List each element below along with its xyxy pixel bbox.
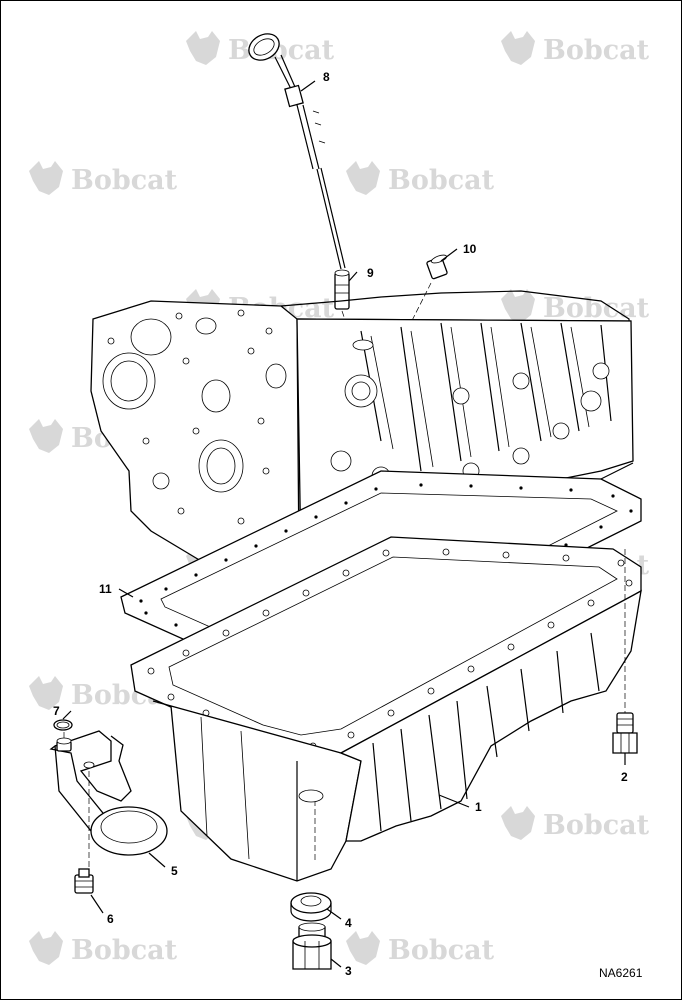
callout-3: 3 bbox=[345, 964, 352, 978]
pickup-bolt-part bbox=[74, 868, 94, 894]
callout-10: 10 bbox=[463, 242, 477, 256]
callout-6: 6 bbox=[107, 912, 114, 926]
svg-text:Bobcat: Bobcat bbox=[71, 165, 178, 196]
callout-1: 1 bbox=[475, 800, 482, 814]
watermark: Bobcat bbox=[186, 31, 335, 66]
svg-text:Bobcat: Bobcat bbox=[388, 165, 495, 196]
watermark: Bobcat bbox=[501, 31, 650, 66]
oil-pan bbox=[130, 536, 642, 882]
leader-lines bbox=[62, 80, 626, 968]
drain-plug-part bbox=[292, 922, 332, 970]
svg-text:Bobcat: Bobcat bbox=[543, 293, 650, 324]
callout-11: 11 bbox=[99, 582, 112, 596]
callout-8: 8 bbox=[323, 70, 330, 84]
watermark: Bobcat bbox=[501, 289, 650, 324]
callout-5: 5 bbox=[171, 864, 178, 878]
svg-text:Bobcat: Bobcat bbox=[388, 935, 495, 966]
watermark: Bobcat bbox=[346, 161, 495, 196]
svg-text:Bobcat: Bobcat bbox=[543, 810, 650, 841]
svg-text:Bobcat: Bobcat bbox=[543, 35, 650, 66]
callout-9: 9 bbox=[367, 266, 374, 280]
callout-2: 2 bbox=[621, 770, 628, 784]
drain-washer-part bbox=[290, 892, 332, 922]
callout-labels: 8 9 10 11 7 1 2 5 6 4 3 bbox=[53, 70, 628, 978]
o-ring-part bbox=[53, 719, 73, 731]
callout-4: 4 bbox=[345, 916, 352, 930]
watermark: Bobcat bbox=[29, 931, 178, 966]
watermark: Bobcat bbox=[346, 931, 495, 966]
oil-pickup-part bbox=[49, 723, 168, 873]
dipstick-part bbox=[248, 33, 346, 270]
svg-text:Bobcat: Bobcat bbox=[228, 35, 335, 66]
side-plug-part bbox=[612, 549, 638, 754]
drawing-code: NA6261 bbox=[599, 966, 643, 980]
svg-text:Bobcat: Bobcat bbox=[71, 935, 178, 966]
watermark: Bobcat bbox=[501, 806, 650, 841]
callout-7: 7 bbox=[53, 704, 60, 718]
watermark: Bobcat bbox=[29, 161, 178, 196]
